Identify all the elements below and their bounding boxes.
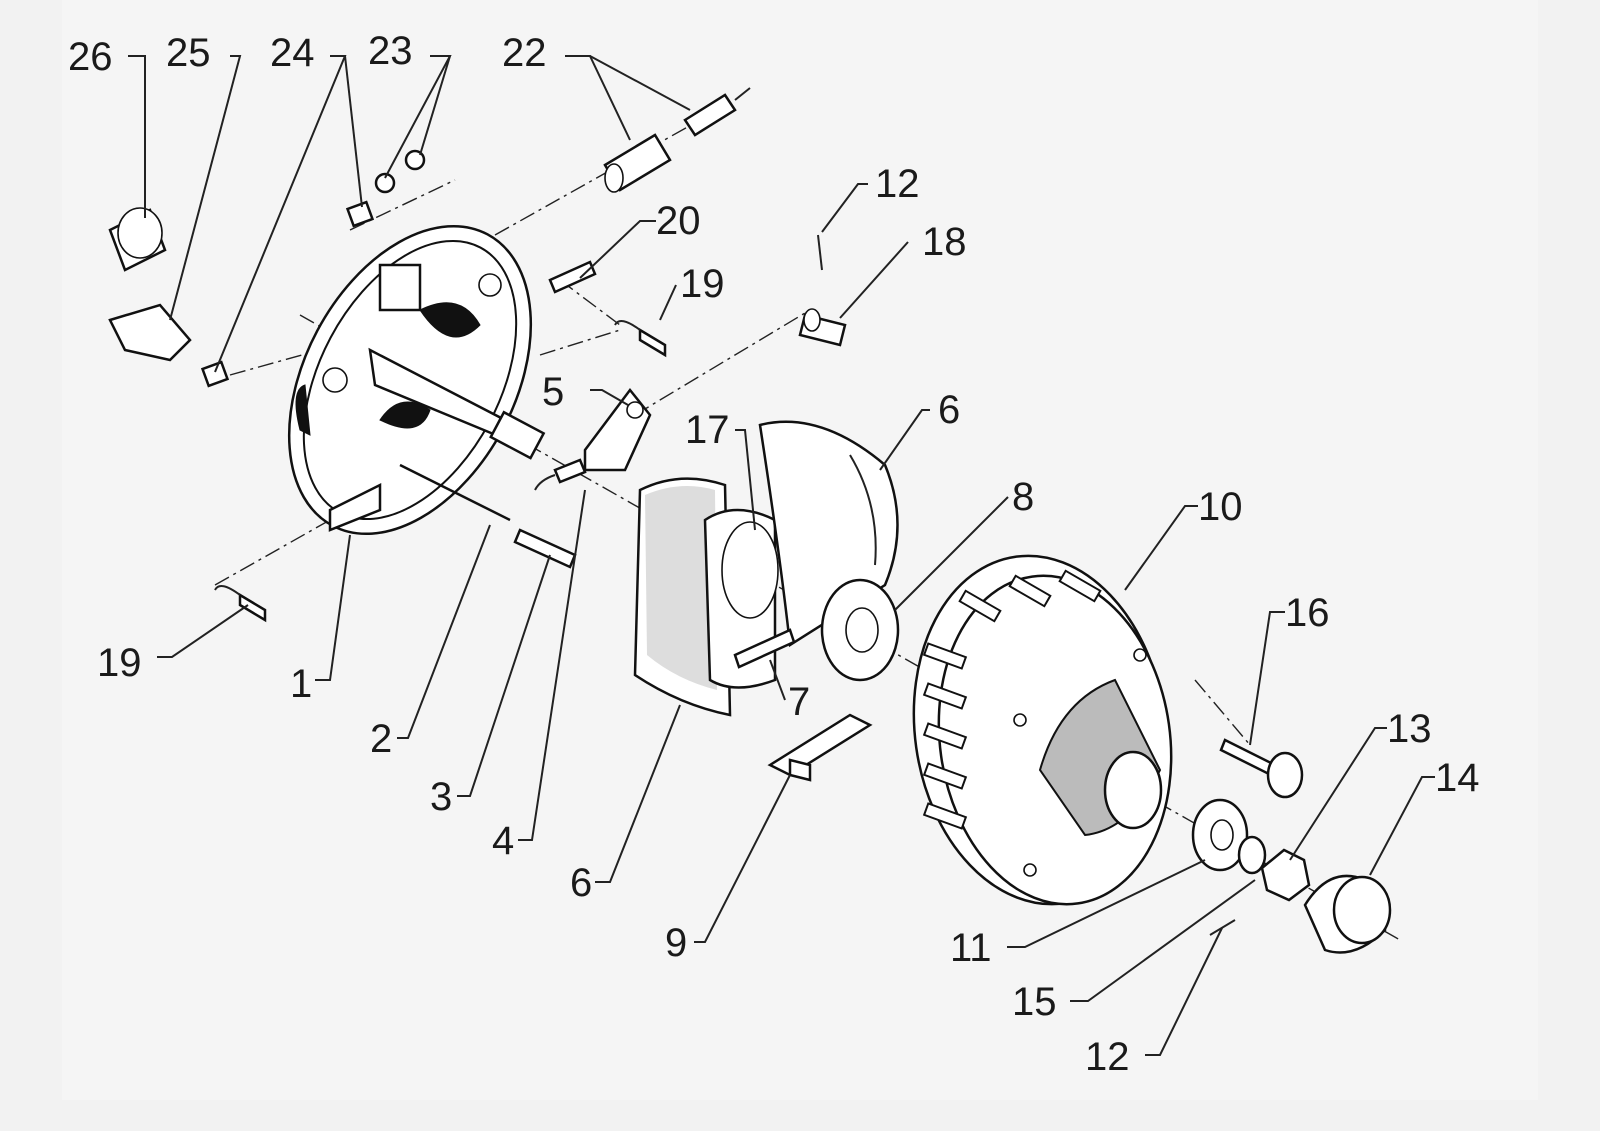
part-label-26: 26 <box>68 35 113 79</box>
return-spring-part <box>733 628 796 669</box>
part-label-19-lower: 19 <box>97 641 142 685</box>
spring-4-part <box>534 458 587 491</box>
split-pin-lower <box>1209 919 1236 936</box>
part-label-12-lower: 12 <box>1085 1035 1130 1079</box>
inner-bearing-part <box>820 578 900 682</box>
part-label-19-upper: 19 <box>680 262 725 306</box>
part-label-9: 8 <box>1012 475 1034 519</box>
part-label-8: 9 <box>665 921 687 965</box>
part-label-1: 1 <box>290 662 312 706</box>
adjuster-part <box>767 713 873 782</box>
lever-part <box>583 387 652 472</box>
part-label-10: 10 <box>1198 485 1243 529</box>
bushing-part <box>108 207 167 272</box>
part-label-4: 4 <box>492 819 514 863</box>
spring-upper <box>614 320 667 358</box>
part-label-3: 3 <box>430 775 452 819</box>
spring-lower <box>214 585 267 623</box>
bracket-part <box>108 303 192 362</box>
part-label-16: 16 <box>1285 591 1330 635</box>
part-label-18: 18 <box>922 220 967 264</box>
pin-part <box>798 308 847 347</box>
brake-drum-part <box>912 554 1173 906</box>
part-label-5: 5 <box>542 370 564 414</box>
hub-cap-part <box>1303 874 1392 954</box>
part-label-22: 22 <box>502 31 547 75</box>
brake-shoe-front <box>633 477 779 717</box>
part-label-24: 24 <box>270 31 315 75</box>
split-pin-upper <box>817 234 823 271</box>
part-label-25: 25 <box>166 31 211 75</box>
castle-nut-part <box>1260 848 1311 902</box>
part-label-7: 7 <box>788 680 810 724</box>
part-label-17: 17 <box>685 408 730 452</box>
part-label-20: 20 <box>656 199 701 243</box>
washer-part <box>1237 835 1267 875</box>
cable-fitting-part <box>603 87 751 193</box>
part-label-2: 2 <box>370 717 392 761</box>
clip-part <box>548 260 597 294</box>
outer-bearing-part <box>1191 798 1249 872</box>
part-label-13: 13 <box>1387 707 1432 751</box>
part-label-11: 11 <box>950 926 992 970</box>
part-label-6-lower: 6 <box>570 861 592 905</box>
part-label-12-upper: 12 <box>875 162 920 206</box>
adjuster-link-part <box>513 528 577 569</box>
backing-plate <box>287 224 546 536</box>
part-labels: 26 25 24 23 22 20 19 12 18 5 17 6 8 10 1… <box>68 29 1480 1079</box>
part-label-23: 23 <box>368 29 413 73</box>
wheel-bolt-part <box>1219 738 1304 799</box>
part-label-14: 14 <box>1435 756 1480 800</box>
part-label-6-upper: 6 <box>938 388 960 432</box>
screws-part <box>374 149 426 194</box>
clip-plates-part <box>200 200 375 388</box>
part-label-15: 15 <box>1012 980 1057 1024</box>
leader-lines <box>128 55 1435 1056</box>
expander-rod-part <box>399 463 511 522</box>
